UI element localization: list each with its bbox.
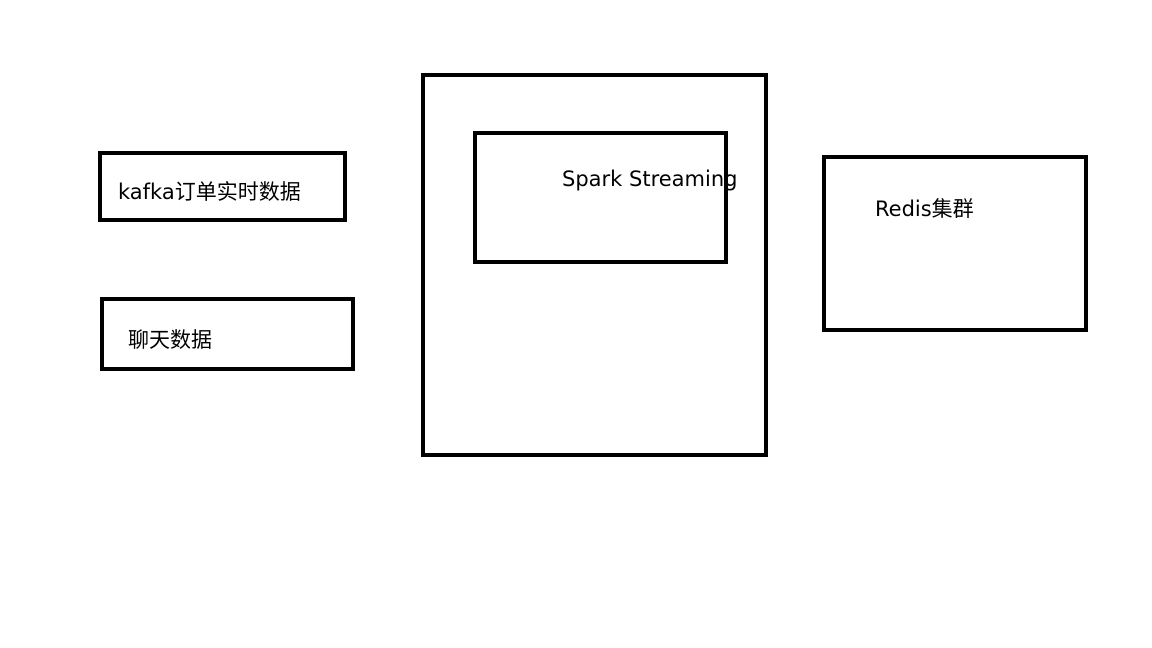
kafka-source-label: kafka订单实时数据	[118, 180, 301, 204]
chat-data-box	[100, 297, 355, 371]
kafka-source-box	[98, 151, 347, 222]
spark-container-box	[421, 73, 768, 457]
redis-cluster-label: Redis集群	[875, 197, 974, 221]
redis-cluster-box	[822, 155, 1088, 332]
chat-data-label: 聊天数据	[128, 328, 212, 352]
spark-streaming-label: Spark Streaming	[562, 167, 738, 191]
spark-streaming-box	[473, 131, 728, 264]
